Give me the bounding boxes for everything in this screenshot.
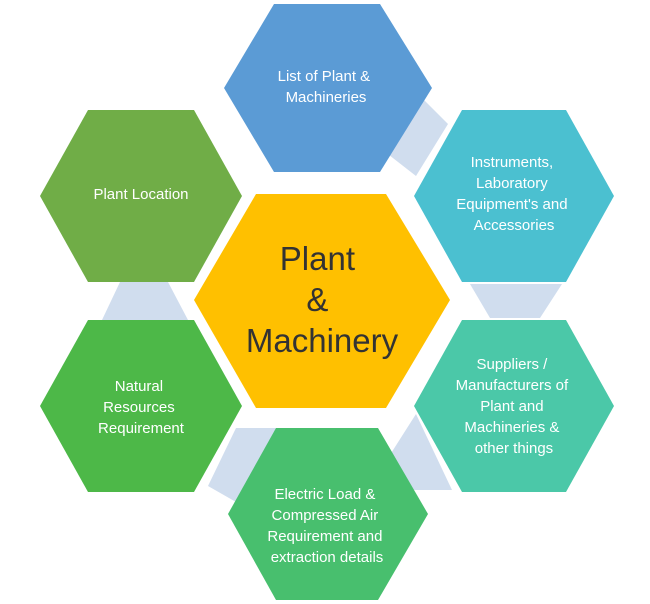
hex-suppliers xyxy=(414,320,614,492)
label-instruments: Instruments, Laboratory Equipment's and … xyxy=(456,154,571,234)
label-natural: Natural Resources Requirement xyxy=(98,378,185,437)
labels: List of Plant & Machineries Instruments,… xyxy=(93,68,573,566)
connector-instruments-suppliers xyxy=(470,284,562,318)
hexagons xyxy=(40,4,614,600)
label-center: Plant & Machinery xyxy=(246,240,399,359)
label-list: List of Plant & Machineries xyxy=(278,68,375,106)
connector-electric-natural xyxy=(208,428,276,510)
hex-list xyxy=(224,4,432,172)
label-suppliers: Suppliers / Manufacturers of Plant and M… xyxy=(456,356,573,457)
hex-center xyxy=(194,194,450,408)
hex-instruments xyxy=(414,110,614,282)
label-electric: Electric Load & Compressed Air Requireme… xyxy=(267,486,386,566)
connector-suppliers-electric xyxy=(388,414,452,490)
hex-electric xyxy=(228,428,428,600)
connector-list-instruments xyxy=(380,88,448,176)
hex-natural xyxy=(40,320,242,492)
connector-natural-location xyxy=(102,282,188,320)
hex-location xyxy=(40,110,242,282)
connectors xyxy=(102,88,562,510)
label-location: Plant Location xyxy=(93,186,188,203)
